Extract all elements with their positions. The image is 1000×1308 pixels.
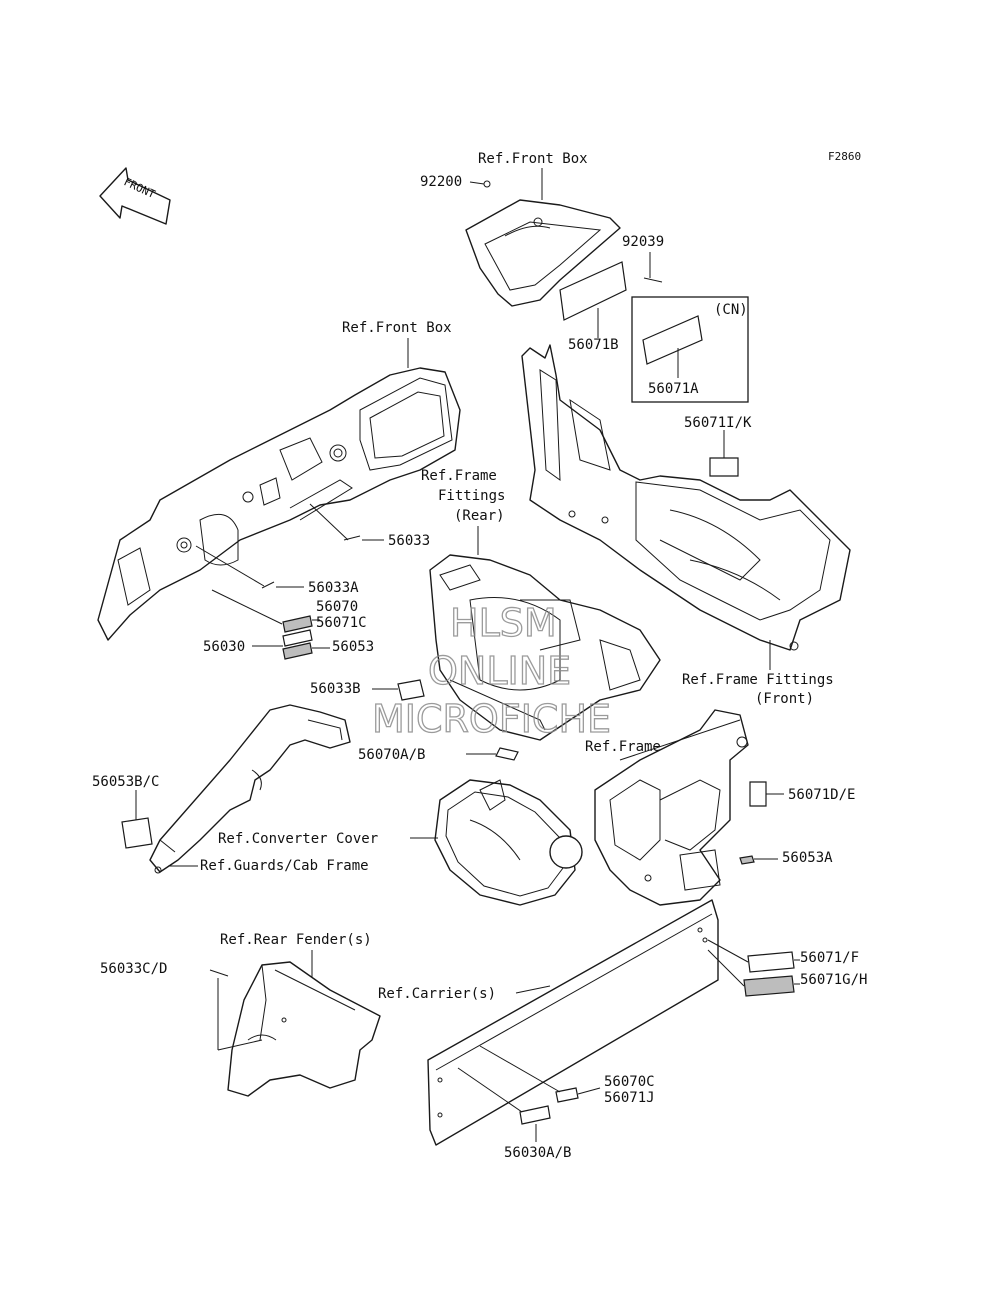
- decal-56071GH: [743, 975, 795, 997]
- part-label-56030AB: 56030A/B: [504, 1145, 571, 1161]
- guards-cab-frame-part: [149, 704, 351, 874]
- part-label-56071GH: 56071G/H: [800, 972, 867, 988]
- carrier-panel-part: [427, 899, 719, 1146]
- front-arrow-icon: FRONT: [99, 167, 171, 225]
- clip-icon-56033A: [261, 581, 275, 589]
- front-box-lid-part: [465, 199, 621, 307]
- decal-56071B: [559, 261, 627, 321]
- part-label-56071B: 56071B: [568, 337, 619, 353]
- part-label-56070C: 56070C: [604, 1074, 655, 1090]
- decal-56071A: [642, 315, 703, 365]
- part-label-56070: 56070: [316, 599, 358, 615]
- part-label-56071F: 56071/F: [800, 950, 859, 966]
- clip-icon-56033CD: [209, 969, 229, 977]
- watermark-line2: ONLINE: [428, 649, 571, 693]
- decal-56053: [282, 642, 313, 660]
- part-label-56030: 56030: [203, 639, 245, 655]
- decal-56070C: [555, 1087, 579, 1103]
- part-label-56033B: 56033B: [310, 681, 361, 697]
- ref-front-box: Ref.Front Box: [342, 320, 452, 336]
- ref-guards-cab-frame: Ref.Guards/Cab Frame: [200, 858, 369, 874]
- part-label-92039: 92039: [622, 234, 664, 250]
- figure-code: F2860: [828, 150, 861, 163]
- part-label-56071A: 56071A: [648, 381, 699, 397]
- watermark-line3: MICROFICHE: [372, 697, 611, 741]
- cn-label: (CN): [714, 302, 748, 318]
- ref-frame-fittings-rear-2: Fittings: [438, 488, 505, 504]
- part-label-56033: 56033: [388, 533, 430, 549]
- decal-56071C: [282, 629, 313, 647]
- main-frame-part: [594, 709, 749, 906]
- ref-frame: Ref.Frame: [585, 739, 661, 755]
- ref-frame-fittings-front-1: Ref.Frame Fittings: [682, 672, 834, 688]
- rear-fender-part: [227, 961, 381, 1097]
- ref-frame-fittings-rear-1: Ref.Frame: [421, 468, 497, 484]
- cn-box: [631, 296, 749, 403]
- watermark: HLSM ONLINE MICROFICHE: [371, 600, 611, 741]
- washer-icon: [483, 180, 491, 188]
- ref-carrier: Ref.Carrier(s): [378, 986, 496, 1002]
- screw-icon: [643, 277, 663, 283]
- part-label-56071J: 56071J: [604, 1090, 655, 1106]
- frame-fittings-front-part: [521, 344, 851, 651]
- ref-front-box-top: Ref.Front Box: [478, 151, 588, 167]
- decal-56053A: [739, 855, 755, 865]
- part-label-92200: 92200: [420, 174, 462, 190]
- watermark-line1: HLSM: [450, 601, 557, 645]
- decal-56071DE: [749, 781, 767, 807]
- decal-56030AB: [519, 1105, 551, 1125]
- decal-56053BC: [121, 817, 153, 849]
- ref-converter-cover: Ref.Converter Cover: [218, 831, 378, 847]
- part-label-56033A: 56033A: [308, 580, 359, 596]
- part-label-56053: 56053: [332, 639, 374, 655]
- part-label-56071C: 56071C: [316, 615, 367, 631]
- converter-cover-part: [434, 779, 583, 906]
- decal-56071IK: [709, 457, 739, 477]
- part-label-56070AB: 56070A/B: [358, 747, 425, 763]
- ref-frame-fittings-front-2: (Front): [755, 691, 814, 707]
- decal-56070AB: [495, 747, 519, 761]
- decal-56071F: [747, 951, 795, 973]
- decal-56070: [282, 615, 313, 633]
- part-label-56033CD: 56033C/D: [100, 961, 167, 977]
- part-label-56071IK: 56071I/K: [684, 415, 752, 431]
- ref-frame-fittings-rear-3: (Rear): [454, 508, 505, 524]
- part-label-56053BC: 56053B/C: [92, 774, 159, 790]
- part-label-56053A: 56053A: [782, 850, 833, 866]
- decal-56033B: [397, 679, 425, 701]
- frame-fittings-rear-part: [429, 554, 661, 741]
- ref-rear-fender: Ref.Rear Fender(s): [220, 932, 372, 948]
- part-label-56071DE: 56071D/E: [788, 787, 855, 803]
- front-box-dash-part: [97, 367, 461, 641]
